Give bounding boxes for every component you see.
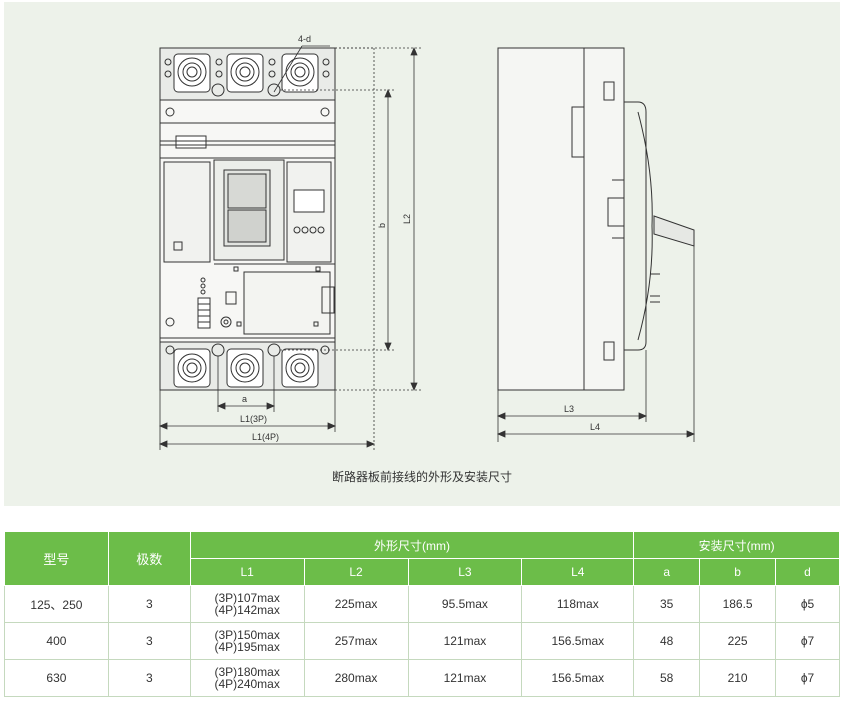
breaker-drawing: 4-d a L1(3P) L1(4P) b L2 L3 L4 <box>158 34 696 450</box>
cell-l1-3p: (3P)150max <box>214 628 280 642</box>
side-dimensions <box>496 246 696 442</box>
cell-l1: (3P)150max(4P)195max <box>189 622 305 660</box>
cell-b: 210 <box>699 659 777 697</box>
top-terminal-3 <box>281 53 319 93</box>
label-a: a <box>242 394 247 404</box>
cell-model: 125、250 <box>4 585 109 623</box>
label-hole: 4-d <box>298 34 311 44</box>
cell-a: 58 <box>633 659 701 697</box>
cell-l3: 121max <box>407 622 523 660</box>
header-poles: 极数 <box>107 531 191 586</box>
spec-table: 型号 极数 外形尺寸(mm) 安装尺寸(mm) L1 L2 L3 L4 a b … <box>4 531 840 697</box>
bottom-terminal-2 <box>226 348 264 388</box>
header-outline-group: 外形尺寸(mm) <box>189 531 635 559</box>
cell-poles: 3 <box>107 585 191 623</box>
label-l1-4p: L1(4P) <box>252 432 279 442</box>
table-row: 400 3 (3P)150max(4P)195max 257max 121max… <box>4 622 840 660</box>
header-l1: L1 <box>189 558 305 586</box>
header-a: a <box>633 558 701 586</box>
table-row: 125、250 3 (3P)107max(4P)142max 225max 95… <box>4 585 840 623</box>
front-view <box>159 47 336 391</box>
table-row: 630 3 (3P)180max(4P)240max 280max 121max… <box>4 659 840 697</box>
bottom-terminal-3 <box>281 348 319 388</box>
cell-poles: 3 <box>107 659 191 697</box>
label-b: b <box>377 223 387 228</box>
cell-l2: 280max <box>303 659 409 697</box>
cell-l2: 225max <box>303 585 409 623</box>
cell-l1-4p: (4P)142max <box>214 603 280 617</box>
cell-l2: 257max <box>303 622 409 660</box>
label-l1-3p: L1(3P) <box>240 414 267 424</box>
cell-model: 630 <box>4 659 109 697</box>
header-l4: L4 <box>521 558 635 586</box>
drawing-panel: 4-d a L1(3P) L1(4P) b L2 L3 L4 断路器板前接线的外… <box>4 2 840 506</box>
cell-l1-3p: (3P)180max <box>214 665 280 679</box>
top-terminal-1 <box>173 53 211 93</box>
cell-l1-4p: (4P)240max <box>214 677 280 691</box>
cell-poles: 3 <box>107 622 191 660</box>
header-l3: L3 <box>407 558 523 586</box>
label-l4: L4 <box>590 422 600 432</box>
cell-l1-3p: (3P)107max <box>214 591 280 605</box>
cell-a: 48 <box>633 622 701 660</box>
cell-l4: 156.5max <box>521 622 635 660</box>
header-l2: L2 <box>303 558 409 586</box>
front-dimensions <box>158 45 422 450</box>
cell-l1-4p: (4P)195max <box>214 640 280 654</box>
cell-l3: 121max <box>407 659 523 697</box>
cell-l4: 118max <box>521 585 635 623</box>
cell-b: 225 <box>699 622 777 660</box>
side-view <box>497 47 695 391</box>
cell-d: ϕ7 <box>775 622 840 660</box>
cell-b: 186.5 <box>699 585 777 623</box>
cell-l4: 156.5max <box>521 659 635 697</box>
header-b: b <box>699 558 777 586</box>
top-terminal-2 <box>226 53 264 93</box>
cell-l1: (3P)107max(4P)142max <box>189 585 305 623</box>
header-install-group: 安装尺寸(mm) <box>633 531 840 559</box>
label-l2: L2 <box>402 214 412 224</box>
cell-model: 400 <box>4 622 109 660</box>
cell-d: ϕ7 <box>775 659 840 697</box>
cell-a: 35 <box>633 585 701 623</box>
label-l3: L3 <box>564 404 574 414</box>
cell-l1: (3P)180max(4P)240max <box>189 659 305 697</box>
bottom-terminal-1 <box>173 348 211 388</box>
cell-l3: 95.5max <box>407 585 523 623</box>
header-d: d <box>775 558 840 586</box>
drawing-caption: 断路器板前接线的外形及安装尺寸 <box>331 470 512 484</box>
header-model: 型号 <box>4 531 109 586</box>
cell-d: ϕ5 <box>775 585 840 623</box>
